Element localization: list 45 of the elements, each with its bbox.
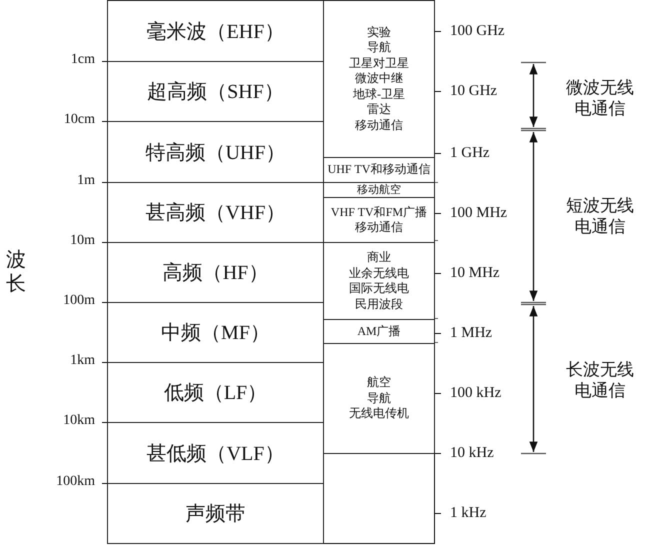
wavelength-label: 100km — [56, 475, 95, 489]
frequency-label: 100 MHz — [450, 206, 508, 221]
application-box — [323, 343, 435, 454]
application-label: 导航 — [367, 390, 391, 406]
frequency-label: 10 GHz — [450, 84, 498, 99]
application-label: 移动航空 — [357, 184, 401, 196]
wavelength-label: 1cm — [70, 53, 95, 67]
wavelength-label: 100m — [63, 294, 95, 308]
application-label: VHF TV和FM广播 — [330, 204, 428, 220]
axis-title: 波长 — [5, 248, 27, 296]
application-label: 雷达 — [367, 102, 391, 118]
application-label: AM广播 — [357, 324, 401, 340]
application-label: 微波中继 — [355, 71, 403, 87]
application-label: 卫星对卫星 — [349, 56, 409, 72]
application-label: 商业 — [367, 250, 391, 266]
wavelength-label: 1km — [70, 354, 95, 368]
application-label: 航空 — [367, 375, 391, 391]
band-box: 声频带 — [107, 483, 324, 544]
application-label: 导航 — [367, 40, 391, 56]
frequency-label: 10 MHz — [450, 266, 500, 281]
frequency-label: 1 GHz — [450, 146, 490, 161]
frequency-label: 1 MHz — [450, 326, 492, 341]
application-box — [323, 0, 435, 158]
wavelength-label: 10m — [70, 234, 95, 248]
application-label: 国际无线电 — [349, 281, 409, 296]
application-label: 无线电传机 — [349, 406, 409, 422]
application-label: 业余无线电 — [349, 266, 409, 281]
range-label: 短波无线电通信 — [565, 195, 635, 237]
frequency-label: 100 GHz — [450, 24, 505, 39]
application-label: 民用波段 — [355, 296, 403, 312]
band-box: 毫米波（EHF） — [107, 0, 324, 62]
wavelength-label: 1m — [77, 174, 95, 188]
frequency-label: 10 kHz — [450, 446, 494, 461]
band-box: 甚低频（VLF） — [107, 422, 324, 484]
wavelength-label: 10cm — [64, 113, 95, 127]
wavelength-label: 10km — [63, 414, 95, 428]
application-label: 地球-卫星 — [353, 86, 405, 102]
range-label: 长波无线电通信 — [565, 359, 635, 401]
range-label: 微波无线电通信 — [565, 77, 635, 119]
frequency-label: 100 kHz — [450, 386, 502, 401]
application-label: 移动通信 — [355, 220, 403, 236]
application-label: 移动通信 — [355, 118, 403, 134]
application-label: UHF TV和移动通信 — [328, 162, 430, 178]
application-label: 实验 — [367, 24, 391, 40]
frequency-label: 1 kHz — [450, 506, 486, 521]
